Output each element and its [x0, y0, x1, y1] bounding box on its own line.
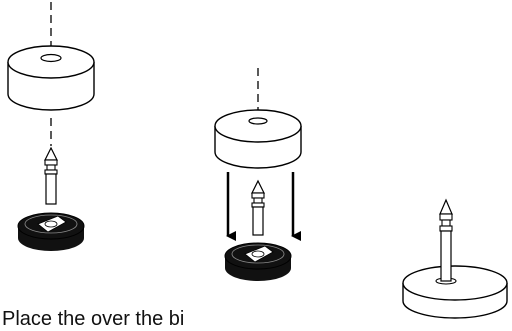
pin: [44, 146, 58, 205]
pin: [251, 179, 265, 236]
step-2-group: [214, 68, 302, 281]
white-base: [402, 265, 508, 319]
black-base: [224, 242, 292, 281]
white-puck: [7, 45, 95, 111]
step-3-group: [402, 198, 508, 319]
black-base: [17, 212, 85, 251]
step-1-group: [7, 2, 95, 251]
pin: [439, 198, 453, 282]
white-puck: [214, 109, 302, 169]
instruction-caption: Place the over the bi: [2, 308, 185, 330]
